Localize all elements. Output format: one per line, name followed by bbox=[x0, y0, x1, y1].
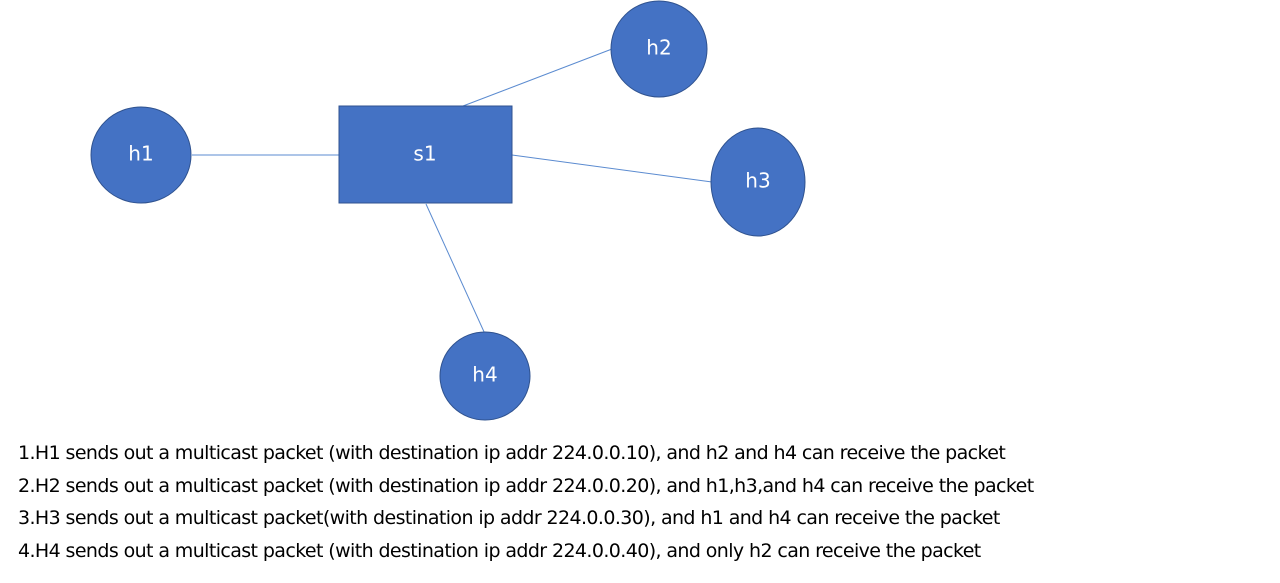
switch-s1: s1 bbox=[338, 105, 513, 204]
host-h4-label: h4 bbox=[472, 363, 497, 387]
topology-diagram: s1 h1 h2 h3 h4 bbox=[90, 0, 806, 421]
link-s1-h2 bbox=[462, 48, 613, 107]
note-item: 3.H3 sends out a multicast packet(with d… bbox=[18, 507, 1000, 529]
host-h2-label: h2 bbox=[646, 36, 671, 60]
host-h2: h2 bbox=[610, 0, 708, 98]
host-h3-label: h3 bbox=[745, 169, 770, 193]
host-h1: h1 bbox=[90, 106, 192, 204]
link-s1-h3 bbox=[511, 154, 713, 183]
note-item: 1.H1 sends out a multicast packet (with … bbox=[18, 442, 1006, 464]
switch-s1-label: s1 bbox=[413, 142, 436, 166]
host-h1-label: h1 bbox=[128, 142, 153, 166]
link-s1-h4 bbox=[425, 203, 486, 335]
note-item: 2.H2 sends out a multicast packet (with … bbox=[18, 474, 1034, 497]
host-h4: h4 bbox=[439, 331, 531, 421]
host-h3: h3 bbox=[710, 127, 806, 237]
note-item: 4.H4 sends out a multicast packet (with … bbox=[18, 539, 981, 562]
multicast-notes: 1.H1 sends out a multicast packet (with … bbox=[18, 437, 1034, 567]
